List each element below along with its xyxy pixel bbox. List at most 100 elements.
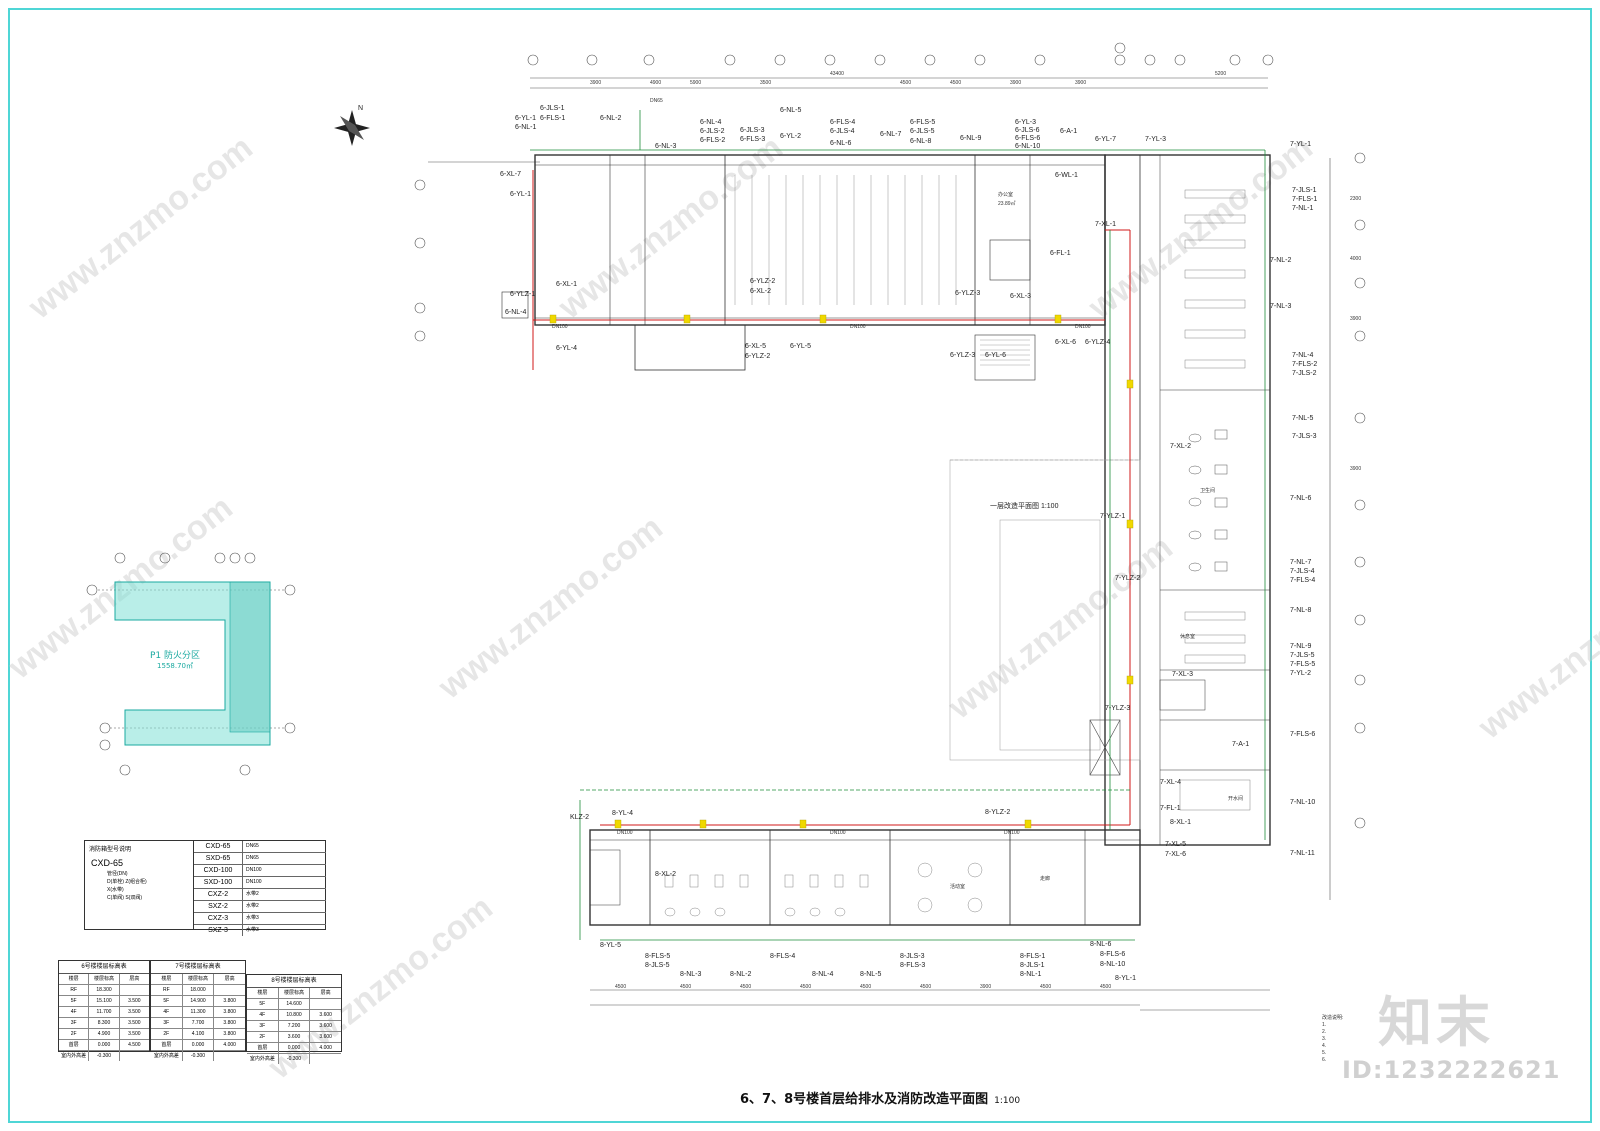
pipe-tag: 7-NL-1 <box>1292 205 1314 212</box>
pipe-tag: KLZ-2 <box>570 814 589 821</box>
table-cell: 0.000 <box>183 1040 215 1050</box>
pipe-tag: 6-FLS-2 <box>700 137 725 144</box>
dn-labels: DN100 DN100 DN100 DN100 DN100 DN100 DN65 <box>552 98 1091 836</box>
table-cell <box>120 985 149 995</box>
table-title: 8号楼楼层标高表 <box>247 975 341 988</box>
dim-label: 3900 <box>1350 466 1361 472</box>
key-plan <box>86 552 296 776</box>
legend-desc: DN65 <box>246 843 259 849</box>
pipe-tag: 8-NL-5 <box>860 971 882 978</box>
right-dims: 2300 4000 3900 3900 <box>1350 196 1361 472</box>
table-cell: 2F <box>151 1029 183 1039</box>
table-cell: 0.000 <box>89 1040 120 1050</box>
table-cell: 4.000 <box>223 1042 236 1048</box>
pipe-tag: 7-XL-1 <box>1095 221 1116 228</box>
dim-label: 3900 <box>980 984 991 990</box>
pipe-tag: 7-JLS-3 <box>1292 433 1317 440</box>
pipe-tag: 6-NL-4 <box>505 309 527 316</box>
legend-desc: 水带2 <box>246 891 259 897</box>
axis-grid-top <box>527 42 1274 89</box>
dim-label: 3900 <box>590 80 601 86</box>
pipe-tag: 7-NL-11 <box>1290 850 1315 857</box>
pipe-tags-right: 7-JLS-1 7-FLS-1 7-NL-1 7-NL-2 7-NL-3 7-F… <box>1232 187 1317 857</box>
fire-zone-name: P1 防火分区 <box>150 651 201 661</box>
pipe-tag: 6-FLS-3 <box>740 136 765 143</box>
table-cell: 10.800 <box>279 1010 311 1020</box>
pipe-tag: 6-XL-3 <box>1010 293 1031 300</box>
notes-line: 1. <box>1322 1022 1327 1028</box>
pipe-tag: 8-FLS-4 <box>770 953 795 960</box>
table-cell: -0.300 <box>89 1051 120 1061</box>
pipe-tag: 7-YLZ-2 <box>1115 575 1140 582</box>
pipe-tag: 8-XL-1 <box>1170 819 1191 826</box>
pipe-tag: 6-YLZ-2 <box>745 353 770 360</box>
legend-sample: 消防箱型号说明 CXD-65 管径(DN) D(单栓) Z(组合柜) X(水带)… <box>85 841 193 929</box>
pipe-tag: 8-YLZ-2 <box>985 809 1010 816</box>
pipe-tag: 6-YL-3 <box>1015 119 1036 126</box>
dim-label: 5200 <box>1215 71 1226 77</box>
table-cell: 18.000 <box>183 985 215 995</box>
pipe-tag: 8-NL-1 <box>1020 971 1042 978</box>
pipe-tag: 8-NL-10 <box>1100 961 1125 968</box>
table-cell: 3.600 <box>319 1034 332 1040</box>
pipe-tag: 6-YL-7 <box>1095 136 1116 143</box>
room-lounge-label: 休息室 <box>1180 633 1195 640</box>
dim-label: 4500 <box>615 984 626 990</box>
table-cell: 3.600 <box>319 1023 332 1029</box>
table-header: 楼层标高 <box>279 988 311 998</box>
table-cell: 室内外高差 <box>151 1051 183 1061</box>
pipe-tag: 7-XL-2 <box>1170 443 1191 450</box>
dim-total: 43400 <box>830 71 844 77</box>
pipe-tag: 6-NL-2 <box>600 115 622 122</box>
legend-code: SXZ-2 <box>194 901 243 912</box>
pipe-tag: 7-JLS-2 <box>1292 370 1317 377</box>
pipe-tag: 6-FLS-4 <box>830 119 855 126</box>
table-cell: 0.000 <box>279 1043 311 1053</box>
pipe-tag: 6-XL-2 <box>750 288 771 295</box>
dim-label: 4500 <box>860 984 871 990</box>
table-cell: 18.300 <box>89 985 120 995</box>
legend-sample-desc: C(单阀) S(双阀) <box>107 895 142 901</box>
table-cell: RF <box>151 985 183 995</box>
table-cell: 4F <box>151 1007 183 1017</box>
pipe-tag: 7-YL-1 <box>1290 141 1311 148</box>
pipe-tag: 6-XL-1 <box>556 281 577 288</box>
dim-label: 4000 <box>1350 256 1361 262</box>
watermark-text: www.znzmo.com <box>1471 548 1600 746</box>
pipe-tag: 7-XL-3 <box>1172 671 1193 678</box>
pipe-tag: 6-YL-4 <box>556 345 577 352</box>
dim-label: 3900 <box>1350 316 1361 322</box>
pipe-tag: 6-FLS-5 <box>910 119 935 126</box>
pipe-tag: 6-XL-7 <box>500 171 521 178</box>
legend-desc: DN65 <box>246 855 259 861</box>
watermark-text: www.znzmo.com <box>21 128 260 326</box>
notes-line: 6. <box>1322 1057 1327 1063</box>
dim-label: 4500 <box>800 984 811 990</box>
pipe-tag: 7-JLS-1 <box>1292 187 1317 194</box>
pipe-tag: 6-NL-1 <box>515 124 537 131</box>
pipe-tag: 6-A-1 <box>1060 128 1077 135</box>
pipe-tags-middle: 6-YLZ-2 6-XL-2 6-XL-5 6-YLZ-2 6-YL-5 6-Y… <box>745 172 1110 360</box>
dim-label: 4500 <box>950 80 961 86</box>
dim-label: 4500 <box>900 80 911 86</box>
table-cell <box>214 985 245 995</box>
design-notes: 改造说明: 1. 2. 3. 4. 5. 6. <box>1322 1015 1462 1103</box>
legend-desc: DN100 <box>246 879 262 885</box>
table-cell: 4F <box>247 1010 279 1020</box>
pipe-tag: 6-WL-1 <box>1055 172 1078 179</box>
watermark-text: www.znzmo.com <box>551 128 790 326</box>
dim-label: 5900 <box>690 80 701 86</box>
pipe-tag: 6-FL-1 <box>1050 250 1071 257</box>
pipe-tag: 7-XL-4 <box>1160 779 1181 786</box>
drawing-frame <box>8 8 1592 1123</box>
pipe-tag: 8-FLS-6 <box>1100 951 1125 958</box>
pipe-tags-left: 6-YL-1 6-NL-1 6-NL-3 6-XL-7 6-YL-1 6-XL-… <box>500 115 677 352</box>
dim-label: 4500 <box>740 984 751 990</box>
legend-code: SXD-100 <box>194 877 243 888</box>
watermark-text: www.znzmo.com <box>431 508 670 706</box>
fire-pipe-network <box>532 170 1131 826</box>
pipe-tag: 6-JLS-6 <box>1015 127 1040 134</box>
